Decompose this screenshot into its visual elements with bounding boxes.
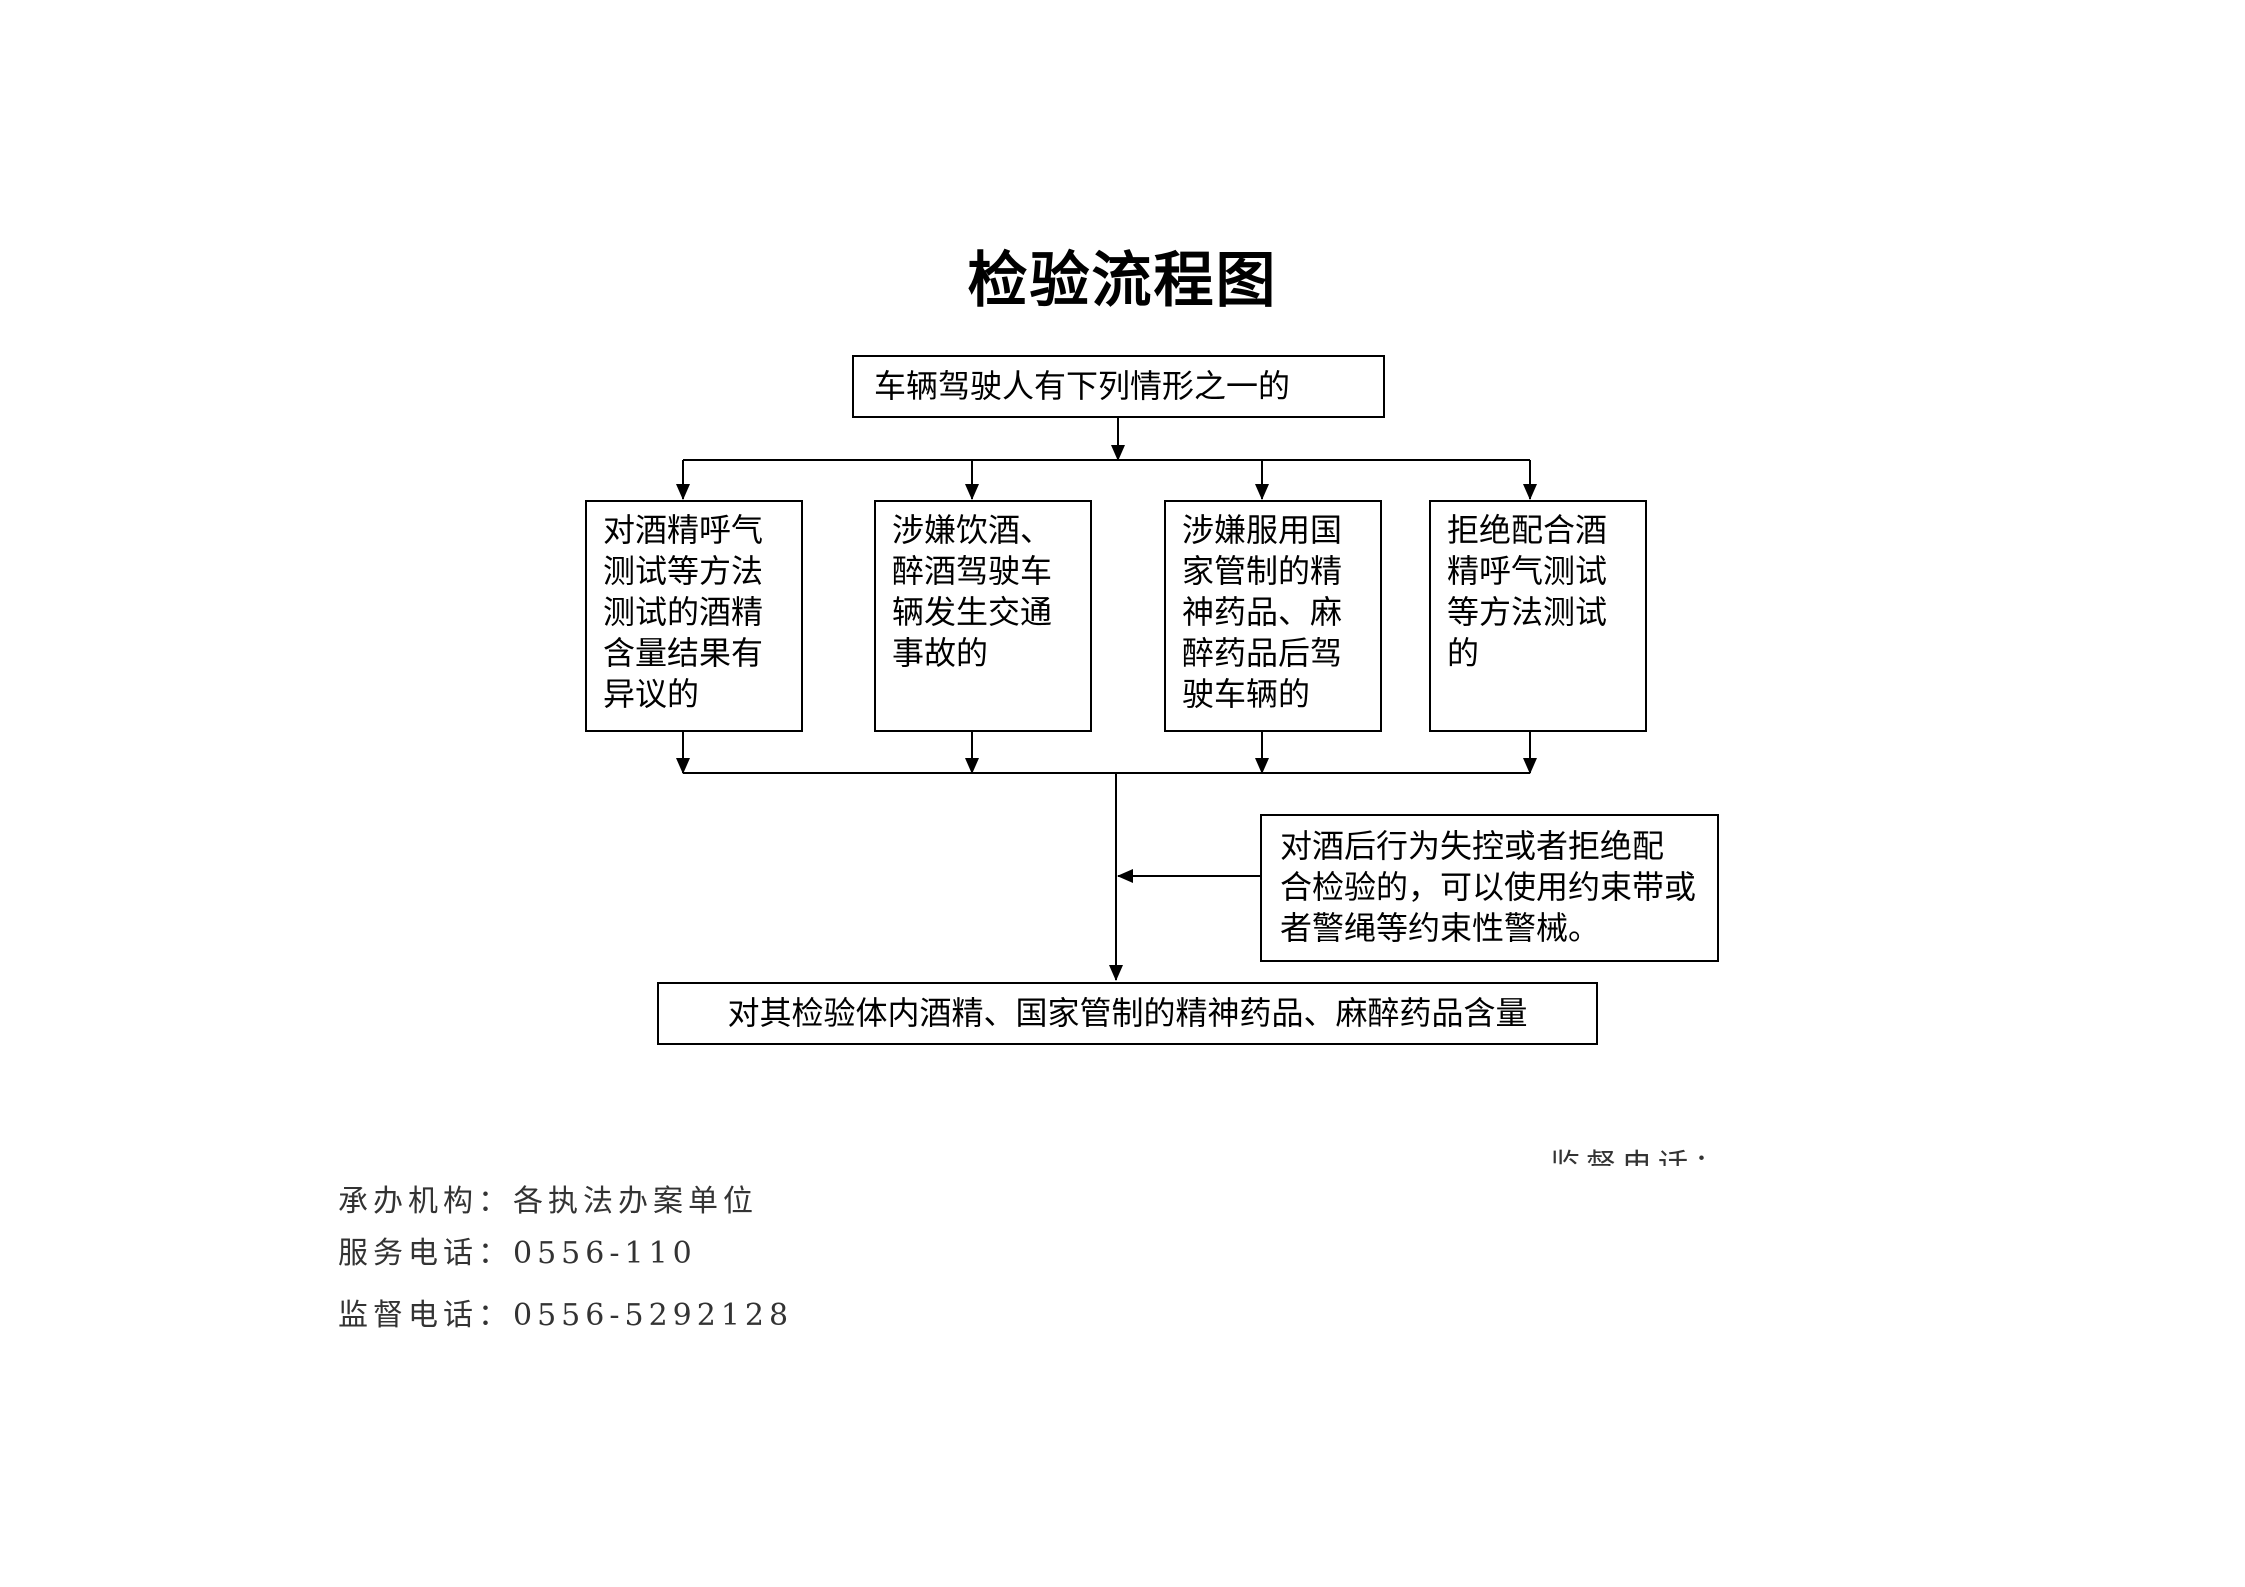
result-box: 对其检验体内酒精、国家管制的精神药品、麻醉药品含量 — [657, 982, 1598, 1045]
condition-box-2: 涉嫌饮酒、 醉酒驾驶车 辆发生交通 事故的 — [874, 500, 1092, 732]
side-note-box: 对酒后行为失控或者拒绝配 合检验的，可以使用约束带或 者警绳等约束性警械。 — [1260, 814, 1719, 962]
footer-organization: 承办机构：各执法办案单位 — [338, 1184, 758, 1219]
condition-box-3: 涉嫌服用国 家管制的精 神药品、麻 醉药品后驾 驶车辆的 — [1164, 500, 1382, 732]
clipped-supervise-label: 监督电话： — [1550, 1148, 1730, 1166]
footer-supervise-phone: 监督电话：0556-5292128 — [338, 1298, 794, 1333]
condition-box-1: 对酒精呼气 测试等方法 测试的酒精 含量结果有 异议的 — [585, 500, 803, 732]
start-box: 车辆驾驶人有下列情形之一的 — [852, 355, 1385, 418]
page-title: 检验流程图 — [967, 246, 1278, 316]
condition-box-4: 拒绝配合酒 精呼气测试 等方法测试 的 — [1429, 500, 1647, 732]
footer-service-phone: 服务电话：0556-110 — [338, 1236, 697, 1271]
